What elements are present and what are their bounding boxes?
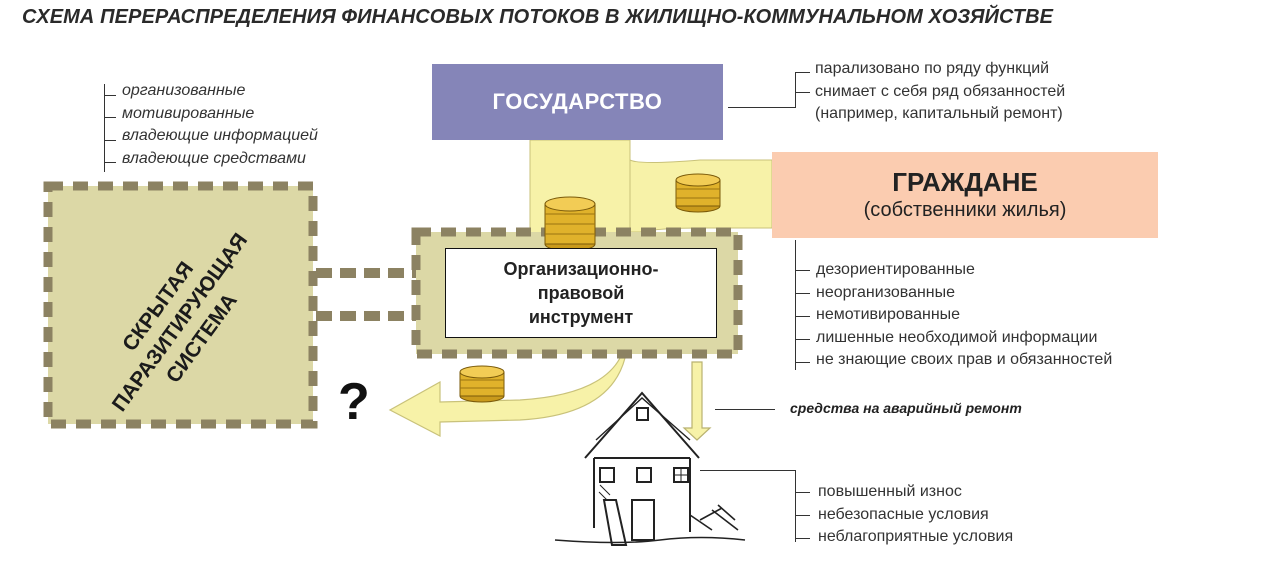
citizens-notes-list: дезориентированные неорганизованные немо… <box>816 259 1112 372</box>
instrument-box: Организационно- правовой инструмент <box>445 248 717 338</box>
state-note: парализовано по ряду функций <box>815 60 1050 77</box>
citizens-note: не знающие своих прав и обязанностей <box>816 351 1113 368</box>
state-note: снимает с себя ряд обязанностей <box>815 82 1066 100</box>
house-notes-bracket <box>795 470 810 542</box>
house-note: небезопасные условия <box>818 505 989 523</box>
citizens-note: немотивированные <box>816 306 961 323</box>
repair-label-connector <box>715 409 775 410</box>
citizens-box: ГРАЖДАНЕ (собственники жилья) <box>772 152 1158 238</box>
citizens-notes-bracket <box>795 240 810 370</box>
house-notes-list: повышенный износ небезопасные условия не… <box>818 481 1013 549</box>
instrument-line: Организационно- <box>503 259 659 279</box>
citizens-note: неорганизованные <box>816 283 956 301</box>
coin-stack-center-icon <box>544 196 596 252</box>
coin-stack-parasite-icon <box>459 365 505 403</box>
question-mark: ? <box>338 373 370 431</box>
coin-stack-citizens-icon <box>675 173 721 213</box>
dilapidated-house-icon <box>554 391 746 546</box>
flow-repair-arrow <box>682 361 712 441</box>
parasite-frame <box>43 181 318 429</box>
flow-to-parasite <box>388 357 626 437</box>
citizens-note: лишенные необходимой информации <box>816 328 1098 346</box>
state-notes-list: парализовано по ряду функций снимает с с… <box>815 58 1065 126</box>
state-notes-connector <box>728 107 795 108</box>
house-notes-connector <box>700 470 795 471</box>
parasite-note: мотивированные <box>122 104 255 122</box>
parasite-notes-bracket <box>104 84 116 172</box>
instrument-line: правовой <box>537 283 625 303</box>
parasite-note: организованные <box>122 82 246 99</box>
citizens-title: ГРАЖДАНЕ <box>892 167 1038 197</box>
diagram-title: СХЕМА ПЕРЕРАСПРЕДЕЛЕНИЯ ФИНАНСОВЫХ ПОТОК… <box>22 6 1054 28</box>
state-label: ГОСУДАРСТВО <box>492 89 663 114</box>
house-note: повышенный износ <box>818 483 962 500</box>
parasite-notes-list: организованные мотивированные владеющие … <box>122 80 318 170</box>
citizens-subtitle: (собственники жилья) <box>863 199 1067 221</box>
house-note: неблагоприятные условия <box>818 528 1014 545</box>
repair-funds-label: средства на аварийный ремонт <box>790 400 1022 416</box>
instrument-line: инструмент <box>528 307 634 327</box>
parasite-note: владеющие средствами <box>122 149 306 167</box>
parasite-note: владеющие информацией <box>122 127 318 144</box>
state-notes-bracket <box>795 72 810 108</box>
citizens-note: дезориентированные <box>816 261 975 278</box>
state-box: ГОСУДАРСТВО <box>432 64 723 140</box>
state-note: (например, капитальный ремонт) <box>815 105 1063 122</box>
